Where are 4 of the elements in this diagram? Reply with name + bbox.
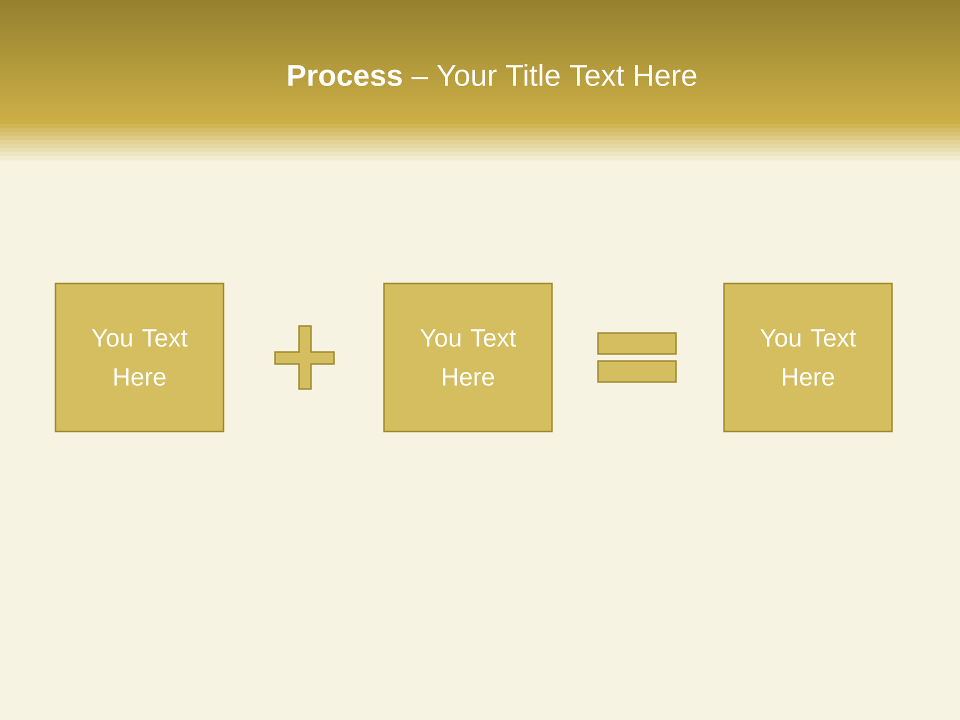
text-box: You Text Here xyxy=(723,282,893,432)
text-box: You Text Here xyxy=(54,282,224,432)
title: Process – Your Title Text Here xyxy=(288,64,696,86)
text-box: You Text Here xyxy=(383,282,553,432)
